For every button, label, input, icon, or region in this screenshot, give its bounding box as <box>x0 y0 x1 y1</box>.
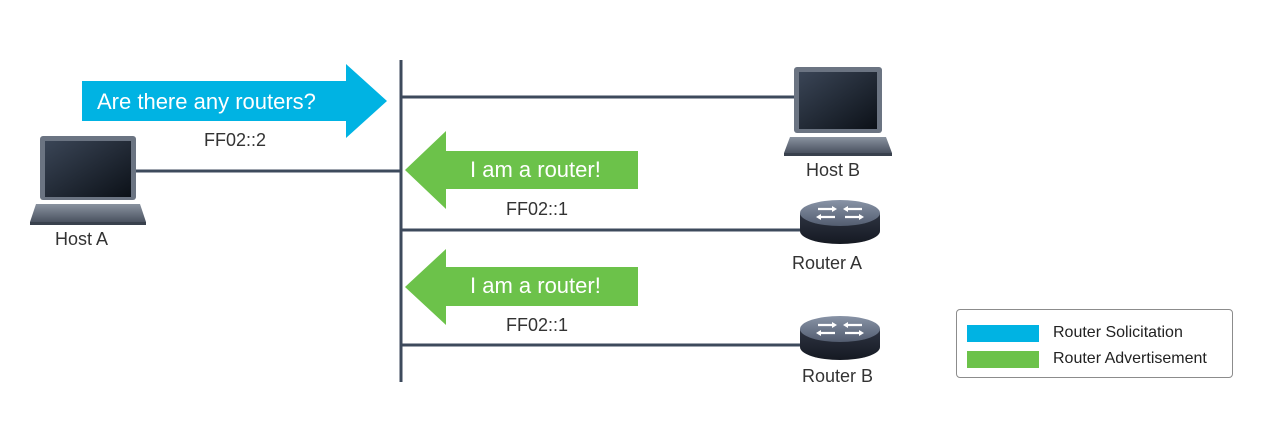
laptop-icon <box>30 136 146 225</box>
legend-label-solicitation: Router Solicitation <box>1053 324 1183 341</box>
router-icon <box>800 200 880 244</box>
advertisement-address-a: FF02::1 <box>506 199 569 219</box>
legend: Router Solicitation Router Advertisement <box>956 309 1233 378</box>
router-icon <box>800 316 880 360</box>
router-b-label: Router B <box>802 366 874 386</box>
solicitation-arrow <box>82 64 387 138</box>
solicitation-address: FF02::2 <box>204 130 267 150</box>
advertisement-message-b: I am a router! <box>470 273 601 298</box>
advertisement-arrow-a <box>405 131 638 209</box>
advertisement-address-b: FF02::1 <box>506 315 569 335</box>
advertisement-arrow-b <box>405 249 638 325</box>
laptop-icon <box>784 67 892 156</box>
network-links <box>134 60 800 382</box>
legend-item-advertisement: Router Advertisement <box>967 349 1207 369</box>
advertisement-message-a: I am a router! <box>470 157 601 182</box>
legend-swatch-advertisement <box>967 350 1039 368</box>
solicitation-message: Are there any routers? <box>97 89 316 114</box>
router-a-label: Router A <box>792 253 863 273</box>
host-b-label: Host B <box>806 160 861 180</box>
legend-item-solicitation: Router Solicitation <box>967 323 1183 343</box>
legend-label-advertisement: Router Advertisement <box>1053 350 1207 367</box>
host-a-label: Host A <box>55 229 109 249</box>
legend-swatch-solicitation <box>967 324 1039 342</box>
